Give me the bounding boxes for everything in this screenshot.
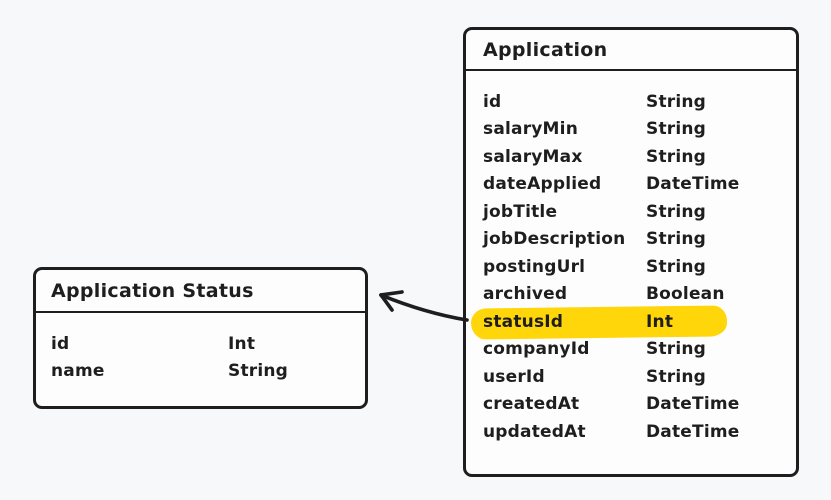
field-row-statusId: statusId Int [470, 304, 779, 340]
field-type: String [646, 256, 707, 277]
field-type: Boolean [646, 284, 725, 305]
field-name: salaryMax [483, 146, 583, 167]
field-row-postingUrl: postingUrl String [483, 253, 779, 281]
field-name: userId [483, 366, 545, 387]
field-name: jobDescription [483, 229, 626, 250]
field-row-userId: userId String [483, 363, 779, 391]
field-type: Int [228, 333, 256, 354]
field-name: companyId [483, 339, 590, 360]
arrow-line [379, 293, 469, 322]
field-name: salaryMin [483, 119, 579, 140]
field-name: jobTitle [483, 201, 558, 222]
field-row-companyId: companyId String [483, 336, 779, 364]
field-row-salaryMin: salaryMin String [483, 116, 779, 144]
field-name: updatedAt [483, 421, 586, 442]
field-row-jobDescription: jobDescription String [483, 226, 779, 254]
field-type: String [646, 201, 707, 222]
field-row-createdAt: createdAt DateTime [483, 391, 779, 419]
field-row-name: name String [51, 358, 350, 386]
arrowhead-lower [379, 293, 394, 312]
field-name: id [51, 333, 70, 354]
field-type: String [646, 119, 707, 140]
field-type: String [228, 361, 289, 382]
entity-application-status[interactable]: Application Status id Int name String [33, 267, 368, 409]
field-name: createdAt [483, 394, 580, 415]
field-row-updatedAt: updatedAt DateTime [483, 418, 779, 446]
field-type: DateTime [646, 174, 740, 195]
entity-header: Application [466, 30, 796, 71]
field-type: DateTime [646, 421, 740, 442]
field-name: statusId [483, 311, 564, 332]
entity-header: Application Status [36, 270, 365, 313]
relation-arrow[interactable] [365, 278, 480, 338]
field-name: name [51, 361, 105, 382]
field-name: dateApplied [483, 174, 602, 195]
field-row-salaryMax: salaryMax String [483, 143, 779, 171]
field-row-id: id Int [51, 330, 350, 358]
arrowhead-upper [379, 290, 404, 297]
field-row-dateApplied: dateApplied DateTime [483, 171, 779, 199]
field-type: String [646, 146, 707, 167]
field-row-jobTitle: jobTitle String [483, 198, 779, 226]
field-list: id Int name String [36, 313, 365, 385]
field-name: postingUrl [483, 256, 586, 277]
field-type: String [646, 229, 707, 250]
field-type: String [646, 91, 707, 112]
field-type: DateTime [646, 394, 740, 415]
field-name: id [483, 91, 502, 112]
entity-title: Application [483, 38, 608, 61]
entity-title: Application Status [51, 279, 254, 302]
field-type: Int [646, 311, 674, 332]
field-row-archived: archived Boolean [483, 281, 779, 309]
field-type: String [646, 366, 707, 387]
field-row-id: id String [483, 88, 779, 116]
field-name: archived [483, 284, 568, 305]
field-type: String [646, 339, 707, 360]
